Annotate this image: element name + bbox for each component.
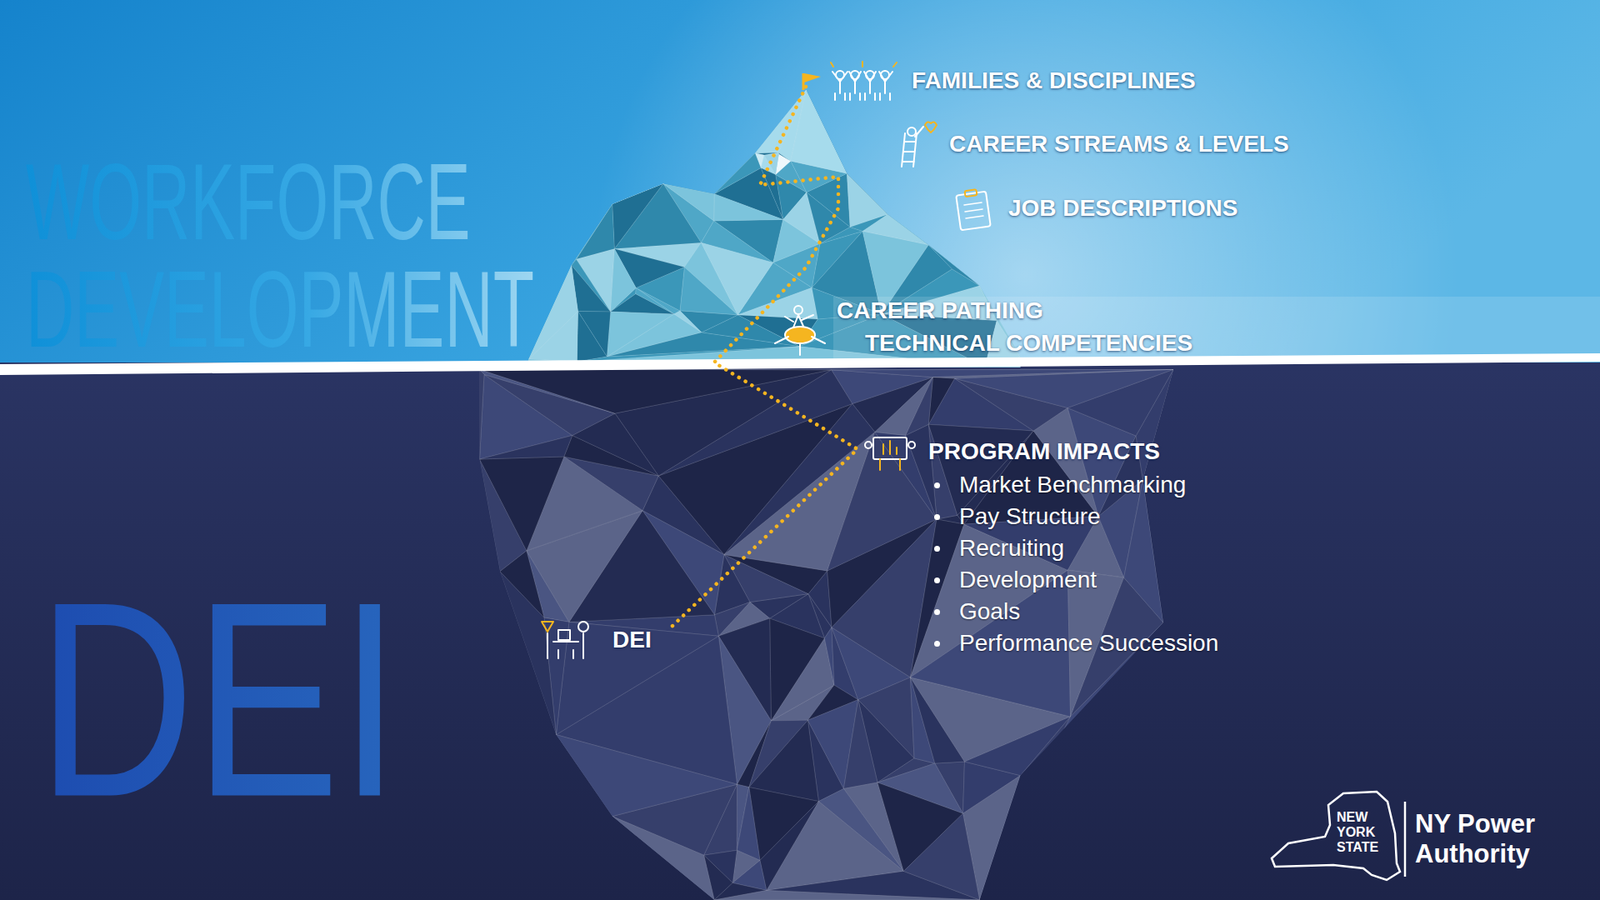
- bullet-item: Market Benchmarking: [959, 471, 1186, 499]
- facet: [480, 369, 832, 414]
- logo-authority-text: NY Power Authority: [1415, 809, 1574, 870]
- tier-heading: CAREER PATHING: [836, 297, 1044, 325]
- facet: [980, 622, 1164, 900]
- sea: [0, 362, 1600, 900]
- facet: [571, 204, 613, 265]
- tier-heading: FAMILIES & DISCIPLINES: [911, 67, 1196, 95]
- facet: [612, 183, 664, 249]
- facet: [764, 154, 780, 175]
- facet: [528, 265, 578, 360]
- facet: [760, 801, 819, 891]
- program-impacts-icon: [865, 437, 915, 470]
- icons: [541, 61, 991, 659]
- sky-glow: [0, 0, 1600, 371]
- facet: [805, 90, 929, 245]
- facet: [805, 90, 980, 286]
- tier-heading: TECHNICAL COMPETENCIES: [865, 330, 1193, 357]
- facet: [714, 153, 761, 195]
- career-pathing-icon: [775, 305, 825, 355]
- logo-divider: [1404, 801, 1407, 877]
- facet: [843, 700, 878, 790]
- highlight-band: [833, 296, 1600, 359]
- facet: [964, 716, 1070, 776]
- career-ladder-icon: [901, 121, 937, 167]
- logo-state-text: NEW YORK STATE: [1336, 810, 1379, 855]
- section-heading: PROGRAM IMPACTS: [928, 438, 1160, 465]
- facet: [714, 194, 784, 221]
- facet: [980, 716, 1071, 900]
- facet: [932, 369, 1174, 379]
- facet: [714, 890, 980, 900]
- nys-logo-graphics: [1271, 791, 1405, 880]
- bullet-item: Goals: [959, 598, 1020, 625]
- facet: [680, 267, 738, 315]
- summit-flag: [803, 73, 821, 90]
- facet: [480, 456, 565, 551]
- facet: [610, 294, 675, 315]
- facet: [737, 287, 818, 320]
- watermark-dei: DEI: [37, 575, 400, 825]
- facet: [905, 377, 934, 436]
- bullet-item: Development: [959, 566, 1097, 594]
- bullet-item: Recruiting: [959, 535, 1065, 562]
- dei-icon: [541, 621, 589, 659]
- facet: [770, 618, 825, 721]
- families-icon: [830, 61, 897, 100]
- tier-heading: DEI: [612, 626, 652, 654]
- bullet-item: Pay Structure: [959, 503, 1101, 530]
- facet: [480, 435, 573, 460]
- facet: [903, 813, 980, 900]
- facet: [555, 621, 719, 735]
- watermark-title: WORKFORCE DEVELOPMENT: [25, 148, 535, 364]
- sky: [0, 0, 1600, 371]
- state-outline: [1271, 791, 1400, 880]
- facet: [1124, 480, 1164, 623]
- clipboard-icon: [955, 189, 990, 230]
- facet: [500, 550, 545, 618]
- bullet-item: Performance Succession: [959, 630, 1219, 657]
- tier-heading: JOB DESCRIPTIONS: [1008, 195, 1238, 222]
- facet: [612, 816, 715, 900]
- facet: [928, 245, 980, 286]
- dotted-path: [671, 86, 858, 627]
- facet: [480, 369, 485, 460]
- facet: [736, 787, 760, 861]
- facet: [576, 311, 607, 362]
- facet: [555, 735, 737, 817]
- tier-heading: CAREER STREAMS & LEVELS: [949, 130, 1290, 158]
- facet: [663, 90, 806, 185]
